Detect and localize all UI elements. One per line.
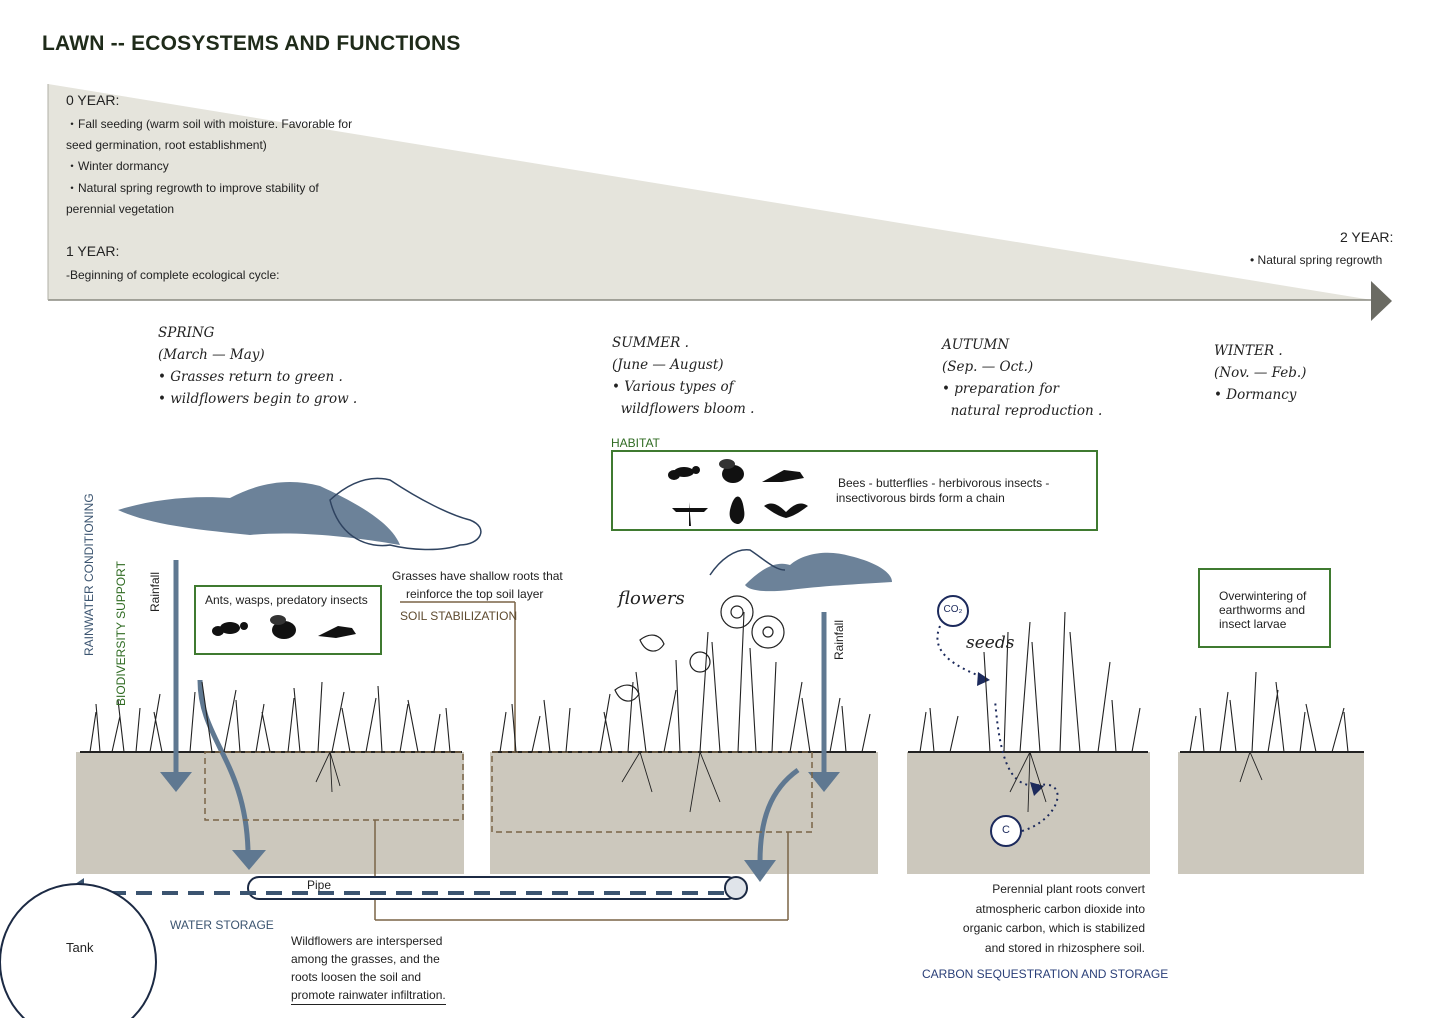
soil-block-winter xyxy=(1178,752,1364,874)
year0-item-2: seed germination, root establishment) xyxy=(66,138,267,152)
habitat-text-2: insectivorous birds form a chain xyxy=(836,491,1005,505)
infiltration-arrowhead-spring xyxy=(232,850,266,870)
carbon-line-2: atmospheric carbon dioxide into xyxy=(975,901,1145,916)
wildflowers-line-1: Wildflowers are interspersed xyxy=(291,934,443,948)
seeds-note: seeds xyxy=(966,633,1015,653)
year0-item-3: ・Winter dormancy xyxy=(66,159,169,173)
soil-block-spring xyxy=(76,752,464,874)
autumn-line-4: natural reproduction . xyxy=(942,403,1103,419)
timeline-wedge xyxy=(48,84,1372,300)
overwinter-line-3: insect larvae xyxy=(1219,617,1287,631)
summer-line-1: SUMMER . xyxy=(612,335,689,351)
year0-item-1: ・Fall seeding (warm soil with moisture. … xyxy=(66,117,353,131)
rain-arrow-summer xyxy=(808,612,840,792)
soil-stabilization-label: SOIL STABILIZATION xyxy=(400,609,518,623)
carbon-text: Perennial plant roots convert atmospheri… xyxy=(940,880,1145,958)
wildflowers-line-3: roots loosen the soil and xyxy=(291,970,422,984)
year0-label: 0 YEAR: xyxy=(66,92,120,108)
rainfall-label-spring: Rainfall xyxy=(148,571,162,612)
wildflowers-line-2: among the grasses, and the xyxy=(291,952,440,966)
overwinter-line-1: Overwintering of xyxy=(1219,589,1307,603)
insect-icons-habitat xyxy=(668,459,808,526)
rainwater-conditioning-label: RAINWATER CONDITIONING xyxy=(82,493,96,656)
spring-line-4: • wildflowers begin to grow . xyxy=(158,391,358,407)
tank xyxy=(0,883,157,1018)
season-spring: SPRING (March — May) • Grasses return to… xyxy=(158,322,357,410)
insects-box xyxy=(194,585,382,655)
summer-line-3: • Various types of xyxy=(612,379,734,395)
timeline-arrowhead xyxy=(1371,281,1392,321)
year0-item-4: ・Natural spring regrowth to improve stab… xyxy=(66,181,319,195)
habitat-label: HABITAT xyxy=(611,436,660,450)
rainfall-label-summer: Rainfall xyxy=(832,619,846,660)
page-title: LAWN -- ECOSYSTEMS AND FUNCTIONS xyxy=(42,32,461,55)
biodiversity-support-label: BIODIVERSITY SUPPORT xyxy=(114,561,128,706)
soil-block-summer xyxy=(490,752,878,874)
co2-label: CO₂ xyxy=(943,604,963,615)
summer-line-2: (June — August) xyxy=(612,357,724,373)
insects-box-label: Ants, wasps, predatory insects xyxy=(205,593,368,607)
spring-line-1: SPRING xyxy=(158,325,215,341)
water-storage-label: WATER STORAGE xyxy=(170,918,274,932)
insect-icons-spring xyxy=(212,615,356,639)
wildflowers-line-4: promote rainwater infiltration. xyxy=(291,986,446,1005)
spring-line-3: • Grasses return to green . xyxy=(158,369,343,385)
autumn-line-2: (Sep. — Oct.) xyxy=(942,359,1034,375)
winter-line-1: WINTER . xyxy=(1214,343,1283,359)
pipe-label: Pipe xyxy=(307,878,332,892)
autumn-line-3: • preparation for xyxy=(942,381,1059,397)
carbon-line-4: and stored in rhizosphere soil. xyxy=(984,940,1145,955)
carbon-line-3: organic carbon, which is stabilized xyxy=(962,921,1145,935)
autumn-line-1: AUTUMN xyxy=(942,337,1010,353)
season-summer: SUMMER . (June — August) • Various types… xyxy=(612,332,754,420)
co2-circle xyxy=(937,595,969,627)
season-autumn: AUTUMN (Sep. — Oct.) • preparation for n… xyxy=(942,334,1102,422)
habitat-text-1: Bees - butterflies - herbivorous insects… xyxy=(838,476,1050,490)
winter-line-2: (Nov. — Feb.) xyxy=(1214,365,1307,381)
rain-arrow-spring xyxy=(160,560,192,792)
flowers-note: flowers xyxy=(618,588,685,609)
season-winter: WINTER . (Nov. — Feb.) • Dormancy xyxy=(1214,340,1306,406)
soil-desc-2: reinforce the top soil layer xyxy=(406,587,544,601)
cloud-spring xyxy=(118,477,482,551)
winter-line-3: • Dormancy xyxy=(1214,387,1297,403)
spring-line-2: (March — May) xyxy=(158,347,265,363)
year0-item-5: perennial vegetation xyxy=(66,202,175,216)
wildflowers-text: Wildflowers are interspersed among the g… xyxy=(291,932,459,1005)
overwinter-box xyxy=(1198,568,1331,648)
carbon-line-1: Perennial plant roots convert xyxy=(992,882,1145,896)
carbon-sequestration-label: CARBON SEQUESTRATION AND STORAGE xyxy=(922,967,1169,981)
carbon-label: C xyxy=(1002,824,1010,836)
summer-line-4: wildflowers bloom . xyxy=(612,401,755,417)
infiltration-arrowhead-summer xyxy=(744,860,776,882)
soil-block-autumn xyxy=(907,752,1150,874)
year1-note: -Beginning of complete ecological cycle: xyxy=(66,268,280,282)
year1-label: 1 YEAR: xyxy=(66,243,120,259)
soil-desc-1: Grasses have shallow roots that xyxy=(392,569,563,583)
year2-note: • Natural spring regrowth xyxy=(1250,253,1383,267)
tank-label: Tank xyxy=(66,940,94,955)
habitat-box xyxy=(611,450,1098,531)
carbon-circle xyxy=(990,815,1022,847)
year2-label: 2 YEAR: xyxy=(1340,229,1394,245)
overwinter-line-2: earthworms and xyxy=(1219,603,1306,617)
cloud-summer xyxy=(709,549,892,592)
